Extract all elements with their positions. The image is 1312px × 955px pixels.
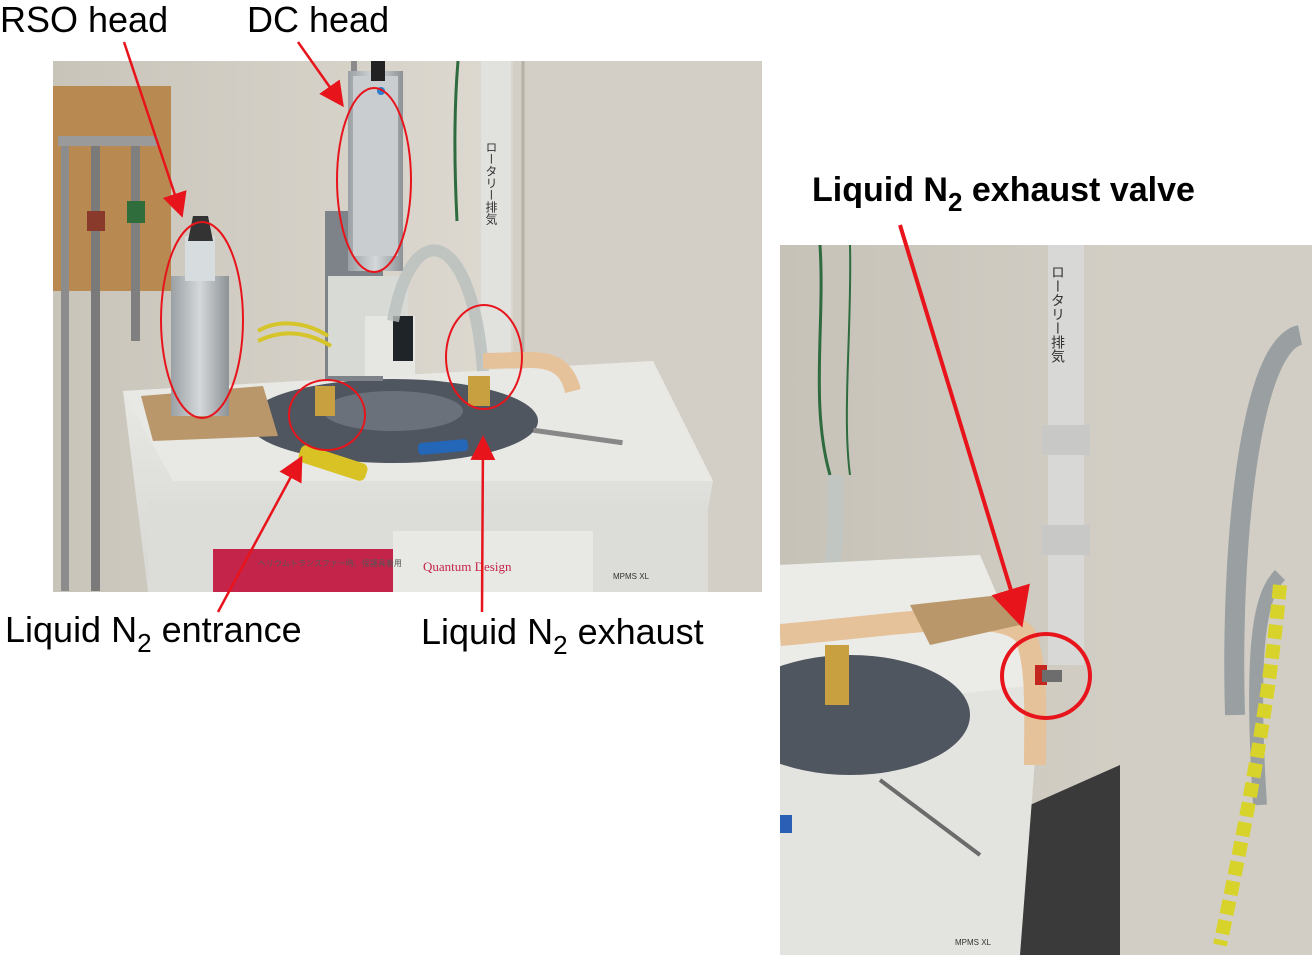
model-text-left: MPMS XL <box>613 572 650 581</box>
ln2-valve-prefix: Liquid N <box>812 171 948 209</box>
ln2-exhaust-suffix: exhaust <box>567 611 704 652</box>
ln2-valve-sub: 2 <box>947 187 963 217</box>
instrument-photo-left-art: Quantum Design ヘリウムトランスファー時、保護具着用 MPMS X… <box>53 61 762 592</box>
dc-head-label: DC head <box>247 0 390 40</box>
ln2-exhaust-valve-label: Liquid N2 exhaust valve <box>812 170 1195 222</box>
ln2-entrance-suffix: entrance <box>151 609 302 650</box>
ln2-valve-suffix: exhaust valve <box>962 171 1195 209</box>
rso-head-label: RSO head <box>0 0 169 40</box>
ln2-entrance-sub: 2 <box>137 628 152 658</box>
instrument-photo-right: ロータリー排気 MPMS XL <box>780 245 1312 955</box>
pipe-label-right: ロータリー排気 <box>1050 265 1066 364</box>
ln2-entrance-label: Liquid N2 entrance <box>5 610 302 663</box>
ln2-entrance-prefix: Liquid N <box>5 609 138 650</box>
instrument-photo-right-art: ロータリー排気 MPMS XL <box>780 245 1312 955</box>
ln2-exhaust-label: Liquid N2 exhaust <box>421 612 704 665</box>
brand-text-left: Quantum Design <box>423 559 512 574</box>
ln2-exhaust-prefix: Liquid N <box>421 611 554 652</box>
pipe-label-left: ロータリー排気 <box>484 141 498 226</box>
ln2-exhaust-sub: 2 <box>553 630 568 660</box>
panel-notice-text: ヘリウムトランスファー時、保護具着用 <box>258 558 402 568</box>
model-text-right: MPMS XL <box>955 938 992 947</box>
instrument-photo-left: Quantum Design ヘリウムトランスファー時、保護具着用 MPMS X… <box>53 61 762 592</box>
